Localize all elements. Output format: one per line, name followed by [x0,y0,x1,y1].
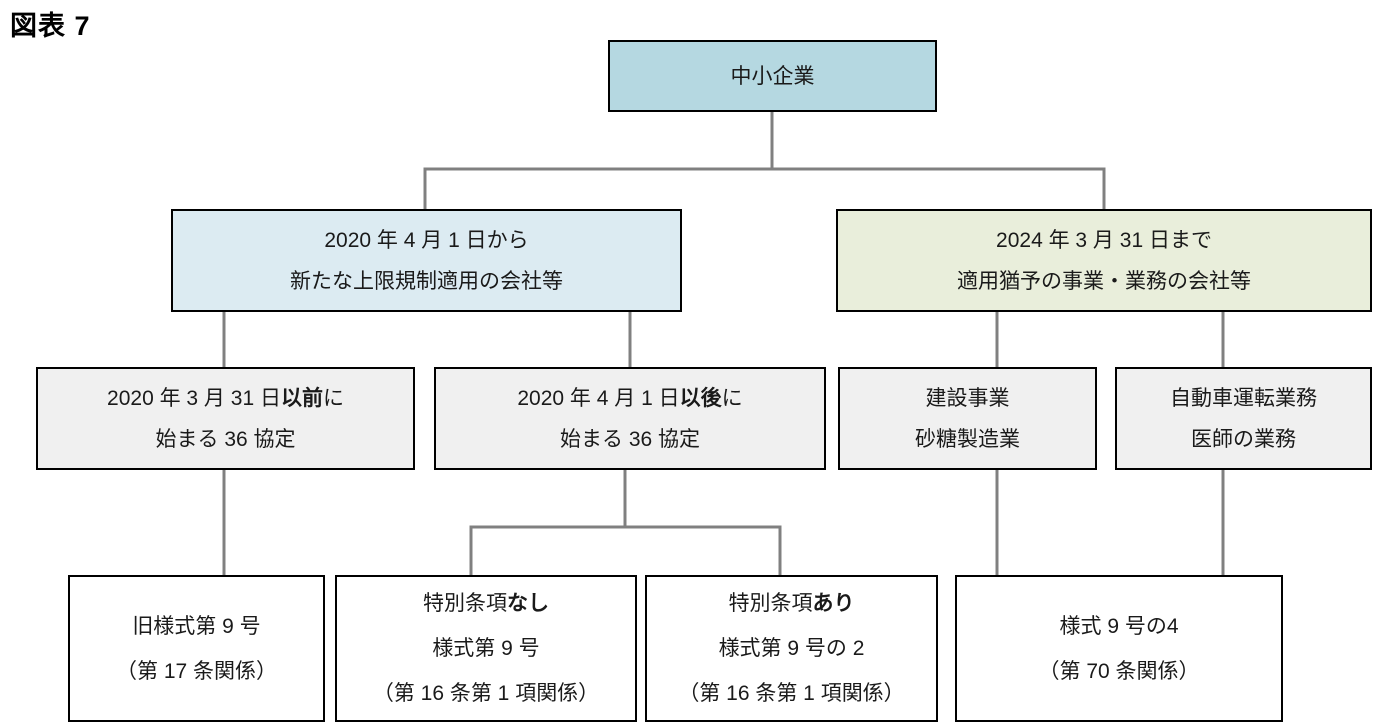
node-form-9-2-with-special-clause: 特別条項あり 様式第 9 号の 2 （第 16 条第 1 項関係） [645,575,938,722]
node-agreement-before-2020-03-31: 2020 年 3 月 31 日以前に 始まる 36 協定 [36,367,415,470]
node-line: 様式第 9 号 [432,637,540,660]
node-line: 2020 年 4 月 1 日から [324,228,529,252]
node-agreement-after-2020-04-01: 2020 年 4 月 1 日以後に 始まる 36 協定 [434,367,826,470]
connector-after-elbow [469,525,782,576]
node-line: 適用猶予の事業・業務の会社等 [957,269,1251,293]
node-form-9-no-special-clause: 特別条項なし 様式第 9 号 （第 16 条第 1 項関係） [335,575,637,722]
node-line: 特別条項なし [423,592,549,615]
node-new-upper-limit-companies: 2020 年 4 月 1 日から 新たな上限規制適用の会社等 [171,209,682,312]
node-line: （第 70 条関係） [1038,659,1200,683]
node-line: 様式 9 号の4 [1059,614,1179,638]
node-line: 建設事業 [925,386,1010,410]
node-grace-period-companies: 2024 年 3 月 31 日まで 適用猶予の事業・業務の会社等 [836,209,1372,312]
node-construction-sugar: 建設事業 砂糖製造業 [838,367,1097,470]
node-label: 中小企業 [730,64,815,88]
node-line: （第 16 条第 1 項関係） [372,682,600,705]
node-line: 2020 年 3 月 31 日以前に [107,386,344,410]
node-line: （第 17 条関係） [115,659,278,683]
node-line: 新たな上限規制適用の会社等 [290,269,563,293]
node-form-old-9: 旧様式第 9 号 （第 17 条関係） [68,575,325,722]
connector-level2-elbow [423,167,1106,210]
node-line: 旧様式第 9 号 [132,614,261,638]
node-line: 自動車運転業務 [1170,386,1317,410]
node-line: 始まる 36 協定 [155,427,296,451]
node-line: 2024 年 3 月 31 日まで [996,228,1212,252]
node-small-medium-enterprise: 中小企業 [608,40,937,112]
node-line: （第 16 条第 1 項関係） [678,682,905,705]
node-form-9-4: 様式 9 号の4 （第 70 条関係） [955,575,1283,722]
node-driving-doctor: 自動車運転業務 医師の業務 [1115,367,1372,470]
node-line: 2020 年 4 月 1 日以後に [517,386,743,410]
node-line: 様式第 9 号の 2 [718,637,865,660]
node-line: 始まる 36 協定 [559,427,701,451]
node-line: 医師の業務 [1191,427,1296,451]
figure-label: 図表 7 [10,11,91,41]
node-line: 砂糖製造業 [915,427,1020,451]
node-line: 特別条項あり [728,592,855,615]
